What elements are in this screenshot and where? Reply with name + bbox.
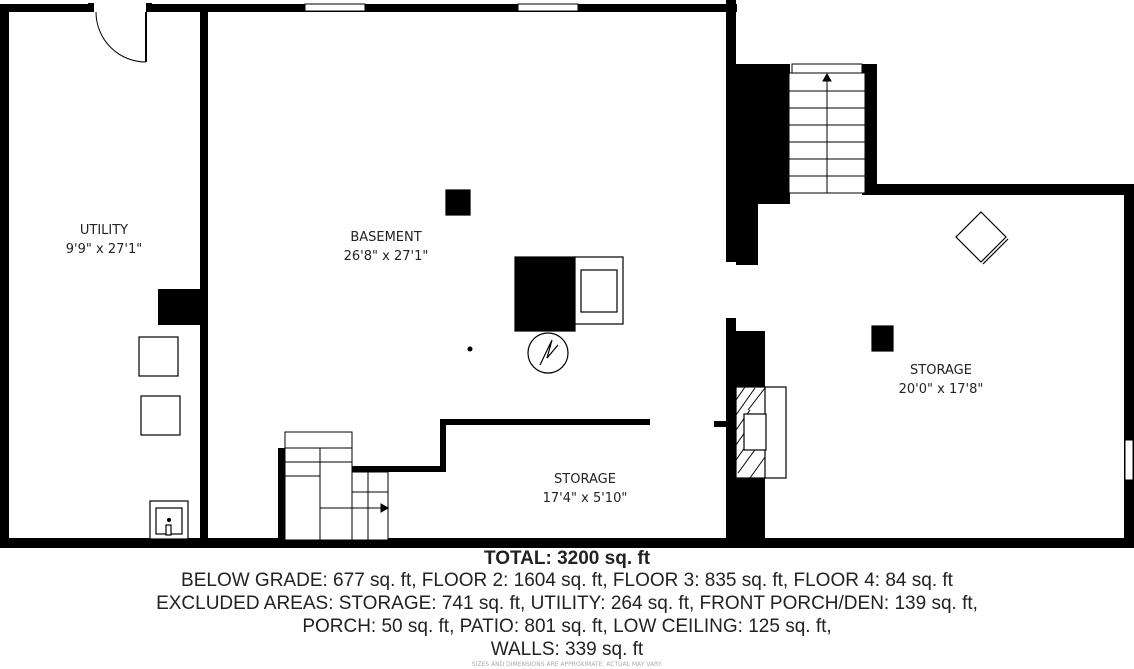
room-name: BASEMENT xyxy=(350,230,421,245)
dryer xyxy=(140,395,181,436)
room-name: UTILITY xyxy=(80,223,128,238)
room-dimensions: 26'8" x 27'1" xyxy=(344,249,429,264)
room-dimensions: 17'4" x 5'10" xyxy=(543,491,628,506)
sump-fixture xyxy=(955,211,1007,263)
column xyxy=(445,189,471,216)
total-area: TOTAL: 3200 sq. ft xyxy=(483,548,651,569)
area-breakdown: BELOW GRADE: 677 sq. ft, FLOOR 2: 1604 s… xyxy=(0,569,1134,661)
furnace xyxy=(514,256,576,332)
room-dimensions: 20'0" x 17'8" xyxy=(899,382,984,397)
storage-fixtures xyxy=(735,211,1009,479)
stairs-up xyxy=(788,72,866,194)
summary-line: BELOW GRADE: 677 sq. ft, FLOOR 2: 1604 s… xyxy=(181,570,953,591)
room-name: STORAGE xyxy=(910,363,972,378)
utility-fixtures xyxy=(138,336,189,540)
room-name: STORAGE xyxy=(554,472,616,487)
room-labels: UTILITY 9'9" x 27'1" BASEMENT 26'8" x 27… xyxy=(66,223,984,506)
windows xyxy=(304,3,1134,481)
basement-fixtures xyxy=(445,189,624,374)
walls xyxy=(0,0,1134,548)
summary-line: PORCH: 50 sq. ft, PATIO: 801 sq. ft, LOW… xyxy=(302,616,832,637)
summary-line: EXCLUDED AREAS: STORAGE: 741 sq. ft, UTI… xyxy=(156,593,978,614)
washer xyxy=(138,336,179,377)
stairs-basement xyxy=(284,431,390,541)
door xyxy=(88,3,152,63)
floor-drain xyxy=(467,346,473,352)
room-dimensions: 9'9" x 27'1" xyxy=(66,242,142,257)
summary-line: WALLS: 339 sq. ft xyxy=(490,639,644,660)
disclaimer: SIZES AND DIMENSIONS ARE APPROXIMATE. AC… xyxy=(471,661,663,668)
